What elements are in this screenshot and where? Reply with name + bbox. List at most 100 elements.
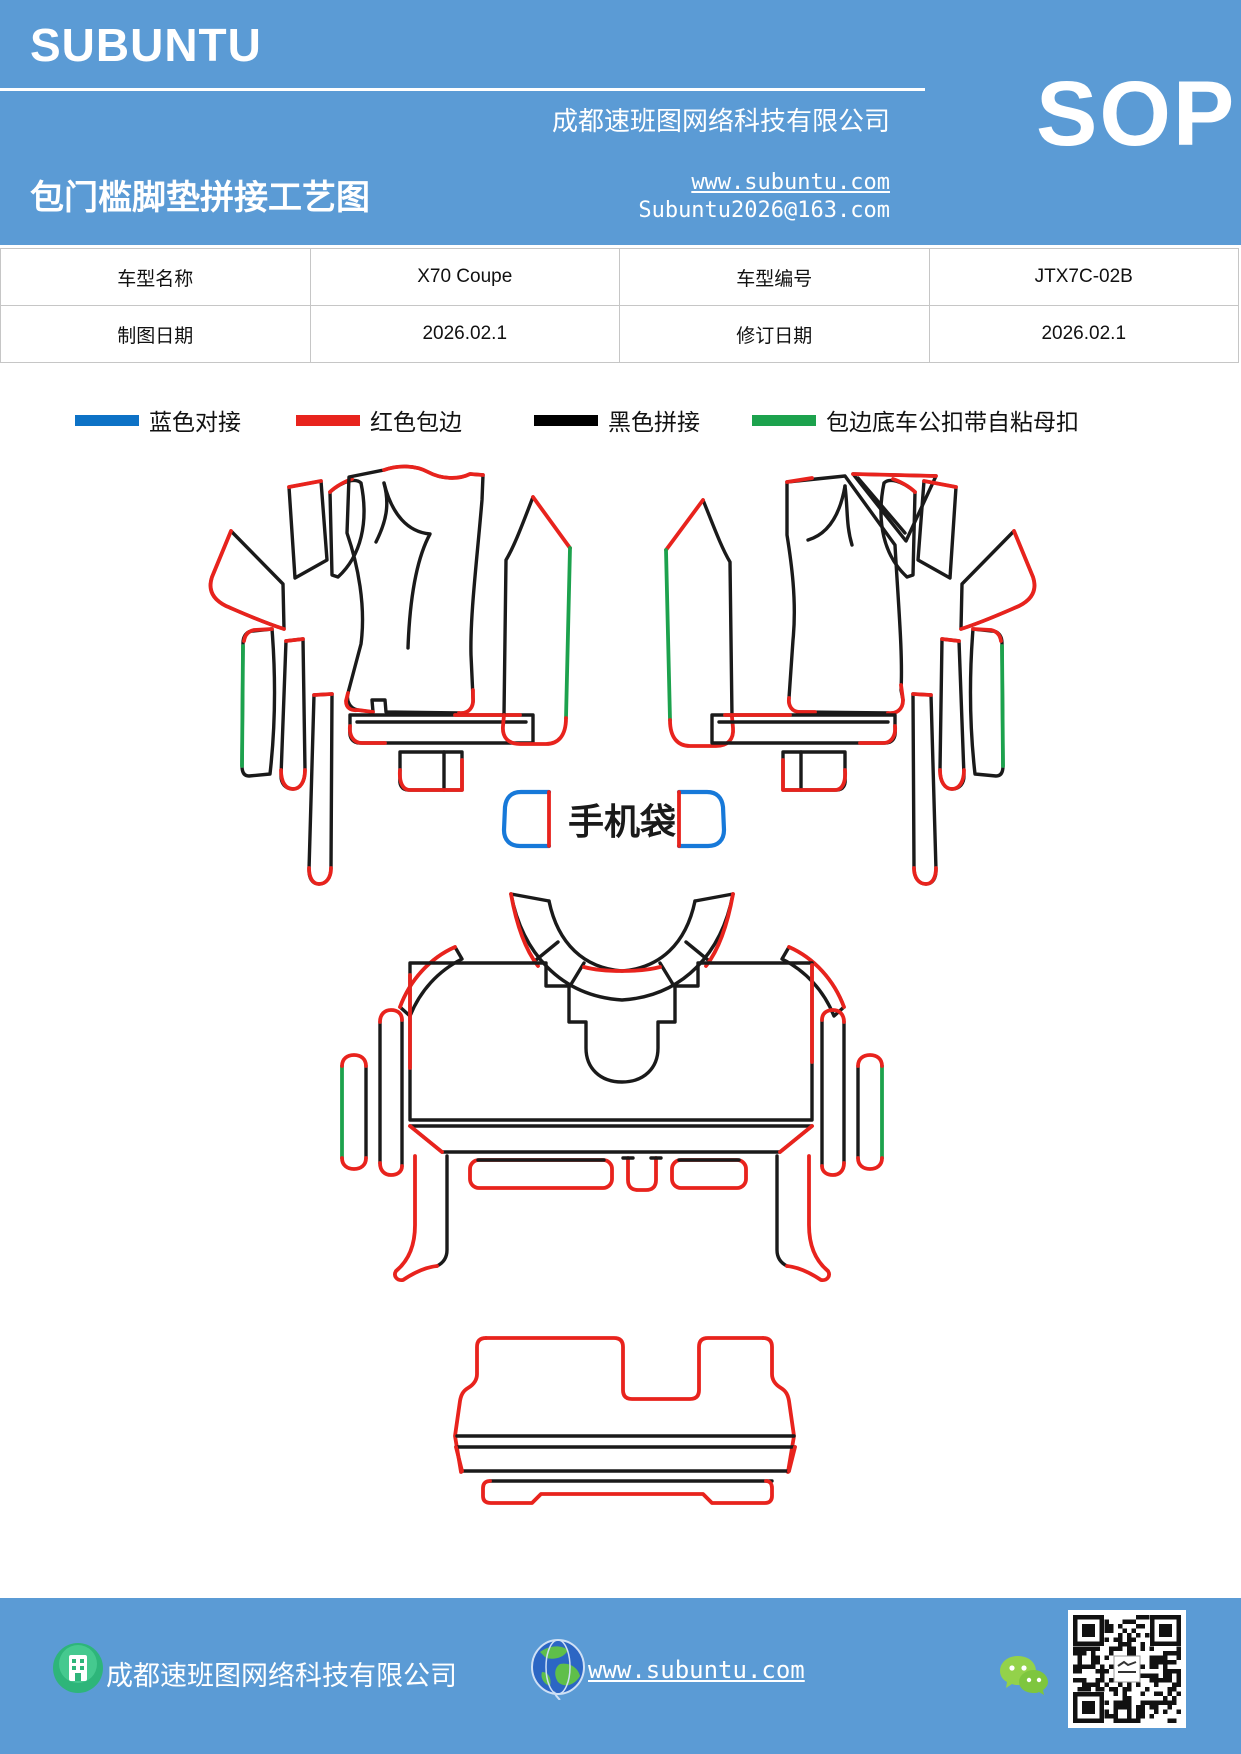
pillar-strip-edging xyxy=(287,479,323,489)
collar-edging xyxy=(509,892,540,968)
rear-wing-left-edging xyxy=(398,945,457,1009)
rear-strip-right-outer-edging xyxy=(856,1053,884,1068)
collar-edging xyxy=(704,892,735,968)
collar-end xyxy=(509,892,551,903)
sill-strip2-edging xyxy=(307,866,333,886)
pillar-strip-outline xyxy=(287,479,329,580)
driver-mat-edging xyxy=(457,688,475,715)
collar-tick xyxy=(568,961,586,988)
snap-strip-green-edge xyxy=(240,644,245,768)
phone-bag-label: 手机袋 xyxy=(568,801,676,842)
trunk-side-edging xyxy=(787,1445,797,1473)
center-sill-pieces xyxy=(501,495,735,748)
footer-website-link[interactable]: www.subuntu.com xyxy=(588,1656,805,1684)
side-wing-edging-r xyxy=(959,529,1037,631)
legend-item-black: 黑色拼接 xyxy=(534,403,700,437)
model-code-label: 车型编号 xyxy=(619,248,930,306)
snap-strip-green-edge-r xyxy=(1000,644,1005,768)
sill-strip-outline xyxy=(279,637,307,791)
model-name-label: 车型名称 xyxy=(0,248,311,306)
passenger-mat-edging xyxy=(886,683,905,716)
trunk-outline-top xyxy=(484,1336,765,1401)
qr-code xyxy=(1068,1610,1186,1728)
snap-strip-outline xyxy=(240,627,277,778)
heel-pad-bar-edging-r xyxy=(858,724,898,745)
legend-item-green: 包边底车公扣带自粘母扣 xyxy=(752,403,1079,437)
sill-strip2-edging-r xyxy=(912,866,938,886)
red-line-swatch xyxy=(296,414,360,426)
rear-leg-right xyxy=(775,1154,789,1268)
center-left-sill-outline xyxy=(502,495,535,717)
legend-item-red: 红色包边 xyxy=(296,403,462,437)
arc-blade-edging-r xyxy=(891,477,917,494)
rear-strip-left-inner xyxy=(378,1018,404,1168)
table-row: 制图日期 2026.02.1 修订日期 2026.02.1 xyxy=(0,305,1239,363)
passenger-mat-edging xyxy=(786,696,817,714)
green-line-swatch xyxy=(752,414,816,426)
phone-bag-left-bracket xyxy=(501,789,552,849)
sill-strip-edging-r xyxy=(938,768,966,791)
draw-date-label: 制图日期 xyxy=(0,305,311,363)
collar-edging xyxy=(582,965,662,973)
blue-line-swatch xyxy=(75,414,139,426)
brand-logo: SUBUNTU xyxy=(30,19,262,71)
rear-band-outline xyxy=(408,1124,814,1154)
header-email: Subuntu2026@163.com xyxy=(638,198,890,223)
rear-pad-center xyxy=(626,1156,658,1192)
rear-strip-left-outer-edging xyxy=(340,1053,368,1068)
center-left-sill-edging xyxy=(501,713,568,746)
rear-strip-left-outer-edging xyxy=(340,1156,368,1171)
collar-tick xyxy=(658,961,676,988)
trunk-outline-left xyxy=(453,1336,488,1474)
trunk-outline-right xyxy=(761,1336,796,1474)
passenger-mat-seam xyxy=(843,484,854,547)
trunk-mat xyxy=(453,1336,797,1505)
rear-strip-right-inner xyxy=(820,1018,846,1168)
globe-icon xyxy=(531,1639,585,1700)
side-wing-edging xyxy=(208,529,286,631)
driver-mat-edging xyxy=(344,691,375,714)
footer-company-name: 成都速班图网络科技有限公司 xyxy=(106,1661,457,1691)
rear-pad-right xyxy=(670,1158,748,1190)
heel-pad-bar-edging xyxy=(347,724,387,745)
collar-end xyxy=(693,892,735,903)
pillar-strip-outline-r xyxy=(916,479,958,580)
snap-strip-edging xyxy=(242,627,274,643)
center-right-sill-green xyxy=(664,548,672,722)
rear-wing-right-edging xyxy=(787,945,846,1009)
rear-strip-right-inner-edging xyxy=(820,1008,846,1024)
pillar-strip-edging-r xyxy=(922,479,958,489)
driver-mat-seam xyxy=(382,481,432,650)
rear-strip-right-inner-edging xyxy=(820,1161,846,1177)
center-right-sill-outline xyxy=(701,498,734,719)
front-left-mat-group xyxy=(208,464,535,886)
center-left-sill-green xyxy=(564,546,572,720)
passenger-mat-seam xyxy=(806,484,847,542)
rear-band-edging xyxy=(408,1124,444,1154)
collar-tick xyxy=(534,940,560,962)
header-website-link[interactable]: www.subuntu.com xyxy=(691,170,890,195)
wechat-icon xyxy=(1000,1656,1048,1695)
corner-flap-edging xyxy=(851,472,938,478)
center-left-sill-edging xyxy=(531,495,572,550)
rear-pad-left xyxy=(468,1158,614,1190)
header-divider xyxy=(0,88,925,91)
front-right-mat-group xyxy=(710,472,1037,886)
collar-outer xyxy=(509,892,735,1002)
collar-inner xyxy=(547,899,697,973)
vehicle-info-table: 车型名称 X70 Coupe 车型编号 JTX7C-02B 制图日期 2026.… xyxy=(0,248,1239,363)
rear-leg-left-edging xyxy=(393,1154,439,1283)
sill-strip2-edging-r xyxy=(911,692,933,697)
driver-mat-seam xyxy=(374,481,389,544)
phone-bag-right-bracket xyxy=(676,789,727,849)
driver-mat-edging-top xyxy=(382,464,485,480)
center-right-sill-edging xyxy=(668,715,735,748)
phone-bag: 手机袋 xyxy=(501,789,727,849)
sill-strip2-edging xyxy=(312,692,334,697)
sill-strip-edging xyxy=(279,768,307,791)
revise-date-label: 修订日期 xyxy=(619,305,930,363)
rear-strip-left-inner-edging xyxy=(378,1161,404,1177)
table-row: 车型名称 X70 Coupe 车型编号 JTX7C-02B xyxy=(0,248,1239,306)
sill-strip-outline-r xyxy=(938,637,966,791)
